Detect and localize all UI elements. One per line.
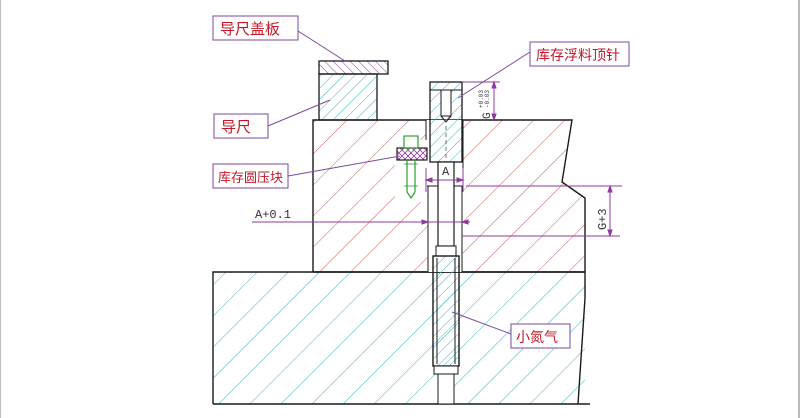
guide-cover-plate (318, 60, 389, 75)
dimension-tol-lower: -0.03 (484, 90, 491, 108)
ejector-pin-head (429, 81, 463, 163)
callout-press-block: 库存圆压块 (212, 155, 401, 189)
callout-guide: 导尺 (213, 99, 331, 139)
label-guide: 导尺 (221, 118, 251, 136)
dimension-g-tol (462, 80, 500, 122)
bolt-icon (403, 135, 419, 200)
label-nitrogen: 小氮气 (516, 330, 558, 346)
label-press-block: 库存圆压块 (218, 170, 283, 186)
dimension-a-plus (252, 219, 620, 237)
callout-ejector-pin: 库存浮料顶针 (457, 41, 630, 99)
label-guide-cover: 导尺盖板 (220, 20, 280, 38)
dimension-tol-upper: +0.03 (478, 90, 485, 108)
label-ejector-pin: 库存浮料顶针 (536, 48, 620, 64)
dimension-g-plus-text: G+3 (596, 208, 610, 230)
dimension-a (424, 168, 465, 192)
guide-block (318, 73, 378, 121)
nitrogen-spring (432, 245, 460, 405)
dimension-g-tol-text: G (482, 112, 494, 119)
dimension-a-text: A (442, 165, 450, 179)
callout-guide-cover: 导尺盖板 (212, 15, 346, 62)
dimension-g-plus (466, 184, 622, 238)
callout-nitrogen: 小氮气 (451, 311, 571, 349)
dimension-a-plus-text: A+0.1 (255, 208, 291, 222)
press-block (396, 147, 428, 161)
